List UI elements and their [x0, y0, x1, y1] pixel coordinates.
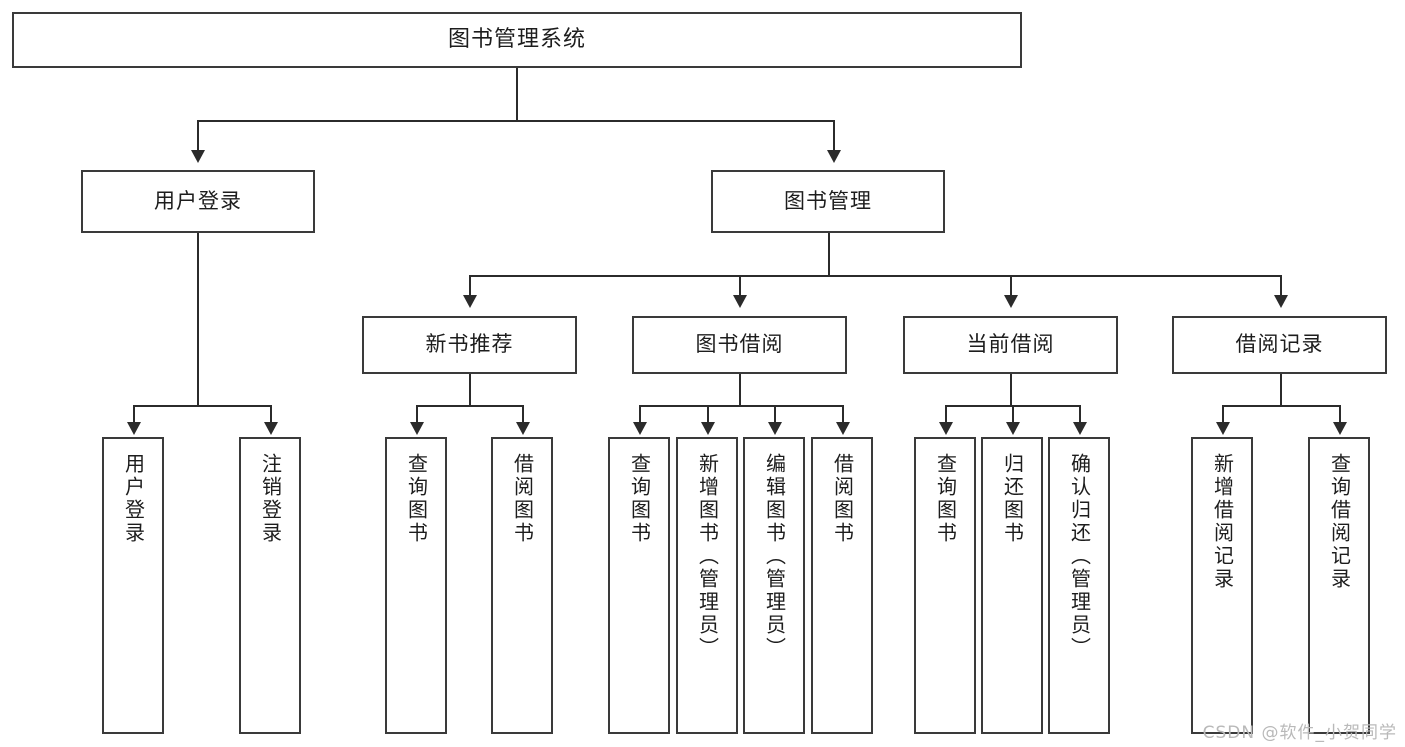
- connector-drop-leaf-add-record: [1222, 405, 1224, 424]
- leaf-confirm-return-admin[interactable]: 确认归还（管理员）: [1048, 437, 1110, 734]
- arrow-down-leaf-query-record: [1333, 422, 1347, 435]
- watermark-text: CSDN @软件_小贺同学: [1202, 723, 1397, 743]
- connector-drop-book-manage: [833, 120, 835, 152]
- leaf-return-book[interactable]: 归还图书: [981, 437, 1043, 734]
- arrow-down-leaf-edit-book: [768, 422, 782, 435]
- arrow-down-leaf-borrow-book-a: [516, 422, 530, 435]
- leaf-query-book-current-label: 查询图书: [933, 453, 958, 545]
- connector-book-borrow-stem: [739, 374, 741, 405]
- connector-drop-book-borrow: [739, 275, 741, 297]
- connector-level3-bus: [469, 275, 1280, 277]
- leaf-logout-label: 注销登录: [258, 453, 283, 545]
- connector-drop-user-login: [197, 120, 199, 152]
- leaf-user-login[interactable]: 用户登录: [102, 437, 164, 734]
- leaf-add-borrow-record-label: 新增借阅记录: [1210, 453, 1235, 591]
- connector-drop-leaf-return-book: [1012, 405, 1014, 424]
- arrow-down-new-book-rec: [463, 295, 477, 308]
- node-borrow-record[interactable]: 借阅记录: [1172, 316, 1387, 374]
- connector-drop-leaf-add-book: [707, 405, 709, 424]
- arrow-down-leaf-add-record: [1216, 422, 1230, 435]
- connector-drop-leaf-edit-book: [774, 405, 776, 424]
- leaf-add-book-admin-label: 新增图书（管理员）: [695, 453, 720, 660]
- leaf-edit-book-admin-label: 编辑图书（管理员）: [762, 453, 787, 660]
- leaf-add-book-admin[interactable]: 新增图书（管理员）: [676, 437, 738, 734]
- arrow-down-leaf-confirm-return: [1073, 422, 1087, 435]
- leaf-add-borrow-record[interactable]: 新增借阅记录: [1191, 437, 1253, 734]
- connector-new-book-rec-stem: [469, 374, 471, 405]
- leaf-query-borrow-record-label: 查询借阅记录: [1327, 453, 1352, 591]
- leaf-borrow-book-recommend[interactable]: 借阅图书: [491, 437, 553, 734]
- leaf-query-book-current[interactable]: 查询图书: [914, 437, 976, 734]
- connector-book-borrow-bus: [639, 405, 843, 407]
- leaf-edit-book-admin[interactable]: 编辑图书（管理员）: [743, 437, 805, 734]
- node-book-borrow-label: 图书借阅: [695, 332, 784, 357]
- node-new-book-recommend[interactable]: 新书推荐: [362, 316, 577, 374]
- leaf-query-borrow-record[interactable]: 查询借阅记录: [1308, 437, 1370, 734]
- node-borrow-record-label: 借阅记录: [1235, 332, 1324, 357]
- leaf-return-book-label: 归还图书: [1000, 453, 1025, 545]
- connector-drop-leaf-user-login: [133, 405, 135, 424]
- connector-current-borrow-stem: [1010, 374, 1012, 405]
- connector-drop-leaf-query-book-b: [639, 405, 641, 424]
- node-root-label: 图书管理系统: [447, 26, 586, 52]
- arrow-down-leaf-logout: [264, 422, 278, 435]
- connector-user-login-bus: [133, 405, 270, 407]
- connector-drop-leaf-query-record: [1339, 405, 1341, 424]
- arrow-down-borrow-record: [1274, 295, 1288, 308]
- node-new-book-recommend-label: 新书推荐: [425, 332, 514, 357]
- connector-drop-leaf-borrow-book-b: [842, 405, 844, 424]
- arrow-down-leaf-borrow-book-b: [836, 422, 850, 435]
- connector-book-manage-stem: [828, 233, 830, 275]
- arrow-down-leaf-query-book-c: [939, 422, 953, 435]
- node-current-borrow[interactable]: 当前借阅: [903, 316, 1118, 374]
- node-book-management[interactable]: 图书管理: [711, 170, 945, 233]
- connector-drop-leaf-logout: [270, 405, 272, 424]
- connector-drop-leaf-query-book-c: [945, 405, 947, 424]
- node-user-login[interactable]: 用户登录: [81, 170, 315, 233]
- connector-root-stem: [516, 68, 518, 120]
- connector-borrow-record-bus: [1222, 405, 1339, 407]
- node-user-login-label: 用户登录: [154, 188, 242, 213]
- connector-drop-leaf-borrow-book-a: [522, 405, 524, 424]
- leaf-query-book-borrow-label: 查询图书: [627, 453, 652, 545]
- connector-borrow-record-stem: [1280, 374, 1282, 405]
- leaf-query-book-recommend-label: 查询图书: [404, 453, 429, 545]
- connector-user-login-stem: [197, 233, 199, 405]
- connector-new-book-rec-bus: [416, 405, 522, 407]
- connector-drop-leaf-confirm-return: [1079, 405, 1081, 424]
- arrow-down-user-login: [191, 150, 205, 163]
- leaf-borrow-book[interactable]: 借阅图书: [811, 437, 873, 734]
- arrow-down-current-borrow: [1004, 295, 1018, 308]
- connector-drop-leaf-query-book-a: [416, 405, 418, 424]
- leaf-borrow-book-recommend-label: 借阅图书: [510, 453, 535, 545]
- leaf-logout[interactable]: 注销登录: [239, 437, 301, 734]
- connector-level2-bus: [197, 120, 834, 122]
- leaf-query-book-borrow[interactable]: 查询图书: [608, 437, 670, 734]
- connector-drop-borrow-record: [1280, 275, 1282, 297]
- arrow-down-book-manage: [827, 150, 841, 163]
- arrow-down-leaf-return-book: [1006, 422, 1020, 435]
- arrow-down-book-borrow: [733, 295, 747, 308]
- node-current-borrow-label: 当前借阅: [966, 332, 1055, 357]
- connector-drop-new-book-rec: [469, 275, 471, 297]
- node-root-book-management-system[interactable]: 图书管理系统: [12, 12, 1022, 68]
- node-book-management-label: 图书管理: [784, 188, 872, 213]
- leaf-user-login-label: 用户登录: [121, 453, 146, 545]
- arrow-down-leaf-query-book-b: [633, 422, 647, 435]
- leaf-borrow-book-label: 借阅图书: [830, 453, 855, 545]
- arrow-down-leaf-query-book-a: [410, 422, 424, 435]
- connector-drop-current-borrow: [1010, 275, 1012, 297]
- arrow-down-leaf-user-login: [127, 422, 141, 435]
- node-book-borrow[interactable]: 图书借阅: [632, 316, 847, 374]
- leaf-confirm-return-admin-label: 确认归还（管理员）: [1067, 453, 1092, 660]
- leaf-query-book-recommend[interactable]: 查询图书: [385, 437, 447, 734]
- arrow-down-leaf-add-book: [701, 422, 715, 435]
